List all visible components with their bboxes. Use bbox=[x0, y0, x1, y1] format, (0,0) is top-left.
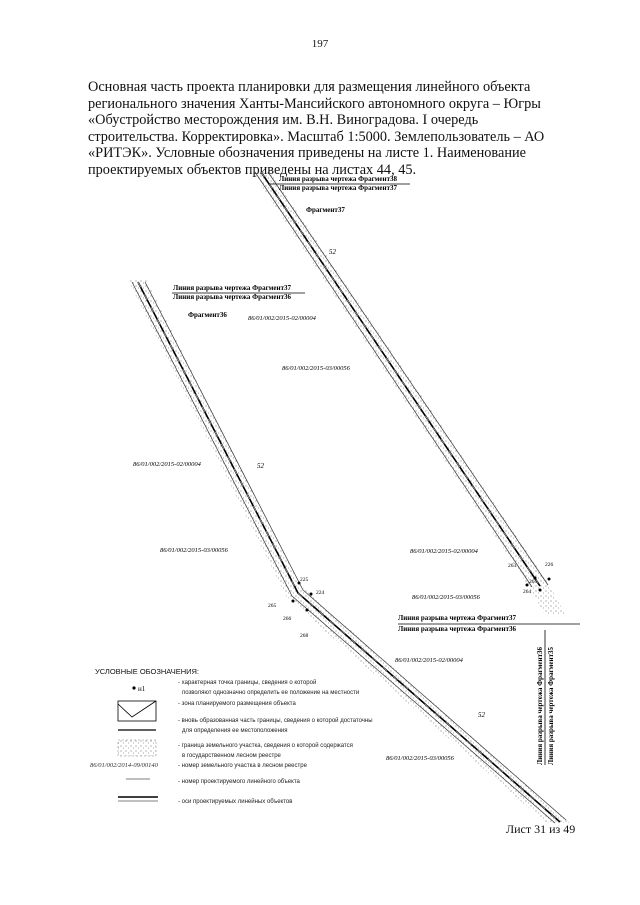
point-number: 264 bbox=[523, 589, 532, 595]
point-number: 224 bbox=[316, 590, 325, 596]
parcel-number: 86/01/002/2015-02/00004 bbox=[248, 315, 317, 322]
legend-forest-boundary-symbol bbox=[117, 739, 157, 757]
corridor-left bbox=[128, 280, 570, 824]
legend-item-3: - вновь образованная часть границы, свед… bbox=[178, 718, 373, 734]
sheet-heading: Основная часть проекта планировки для ра… bbox=[88, 79, 545, 178]
break-label-vertical-1: Линия разрыва чертежа Фрагмент36 bbox=[536, 646, 544, 765]
object-number: 52 bbox=[478, 711, 486, 719]
break-label-top-1: Линия разрыва чертежа Фрагмент38 bbox=[279, 175, 398, 183]
boundary-points bbox=[291, 576, 551, 612]
object-number: 52 bbox=[257, 462, 265, 470]
legend-symbols: н1 bbox=[117, 685, 158, 802]
point-number: 226 bbox=[545, 562, 554, 568]
point-number: 268 bbox=[300, 633, 309, 639]
break-label-left-2: Линия разрыва чертежа Фрагмент36 bbox=[173, 293, 292, 301]
legend-item-2: - зона планируемого размещения объекта bbox=[178, 701, 296, 707]
parcel-number: 86/01/002/2015-03/00056 bbox=[412, 594, 481, 601]
legend-zone-symbol bbox=[117, 700, 157, 722]
point-number: 225 bbox=[300, 577, 309, 583]
break-label-right-1: Линия разрыва чертежа Фрагмент37 bbox=[398, 614, 517, 622]
sheet-footer: Лист 31 из 49 bbox=[506, 822, 576, 836]
corridor-right bbox=[252, 171, 566, 615]
point-number: 265 bbox=[529, 579, 538, 585]
parcel-number: 86/01/002/2015-02/00004 bbox=[410, 548, 479, 555]
fragment-label-a: Фрагмент37 bbox=[306, 206, 345, 214]
parcel-number: 86/01/002/2015-03/00056 bbox=[282, 365, 351, 372]
point-number: 263 bbox=[508, 563, 517, 569]
parcel-number: 86/01/002/2015-03/00056 bbox=[160, 547, 229, 554]
object-number: 52 bbox=[329, 248, 337, 256]
legend-point-symbol bbox=[132, 686, 136, 690]
point-number: 266 bbox=[283, 616, 292, 622]
legend-item-6: - номер проектируемого линейного объекта bbox=[178, 779, 300, 785]
break-label-left-1: Линия разрыва чертежа Фрагмент37 bbox=[173, 284, 292, 292]
parcel-number: 86/01/002/2015-02/00004 bbox=[395, 657, 464, 664]
legend-title: УСЛОВНЫЕ ОБОЗНАЧЕНИЯ: bbox=[95, 667, 200, 676]
parcel-number: 86/01/002/2015-03/00056 bbox=[386, 755, 455, 762]
legend-parcel-sample: 86/01/002/2014-09/00140 bbox=[90, 762, 158, 769]
fragment-label-b: Фрагмент36 bbox=[188, 311, 227, 319]
legend-item-4: - граница земельного участка, сведения о… bbox=[178, 743, 353, 759]
legend-point-label: н1 bbox=[138, 685, 146, 693]
legend-item-5: - номер земельного участка в лесном реес… bbox=[178, 763, 307, 769]
break-label-top-2: Линия разрыва чертежа Фрагмент37 bbox=[279, 184, 398, 192]
parcel-number: 86/01/002/2015-02/00004 bbox=[133, 461, 202, 468]
break-label-vertical-2: Линия разрыва чертежа Фрагмент35 bbox=[547, 646, 555, 765]
page-number: 197 bbox=[311, 38, 329, 50]
legend-item-1: - характерная точка границы, сведения о … bbox=[178, 680, 360, 696]
legend-item-7: - оси проектируемых линейных объектов bbox=[178, 799, 293, 805]
point-number: 265 bbox=[268, 603, 277, 609]
break-label-right-2: Линия разрыва чертежа Фрагмент36 bbox=[398, 625, 517, 633]
